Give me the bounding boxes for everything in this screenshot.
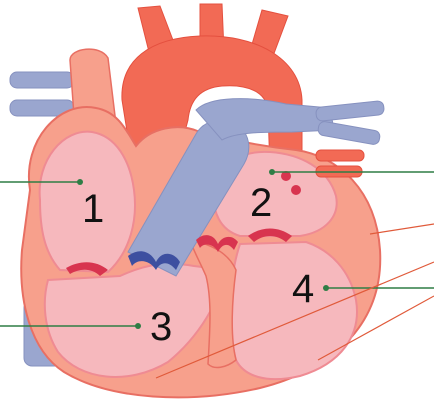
label-3: 3 [150, 305, 172, 349]
leader-dot-3 [135, 323, 141, 329]
leader-dot-2 [269, 169, 275, 175]
label-1: 1 [82, 187, 104, 231]
pulmonary-vein-upper [316, 150, 364, 161]
leader-dot-4 [323, 285, 329, 291]
leader-dot-1 [77, 179, 83, 185]
leader-line-red-a [370, 224, 434, 234]
pulmonary-artery-branch-a [315, 100, 384, 121]
label-4: 4 [292, 267, 314, 311]
pulmonary-artery-branch-b [317, 121, 380, 146]
brachiocephalic-vein-upper [10, 72, 74, 88]
pulmonary-artery-right [196, 99, 334, 140]
pulmonary-vein-opening-2 [291, 185, 301, 195]
label-2: 2 [250, 181, 272, 225]
